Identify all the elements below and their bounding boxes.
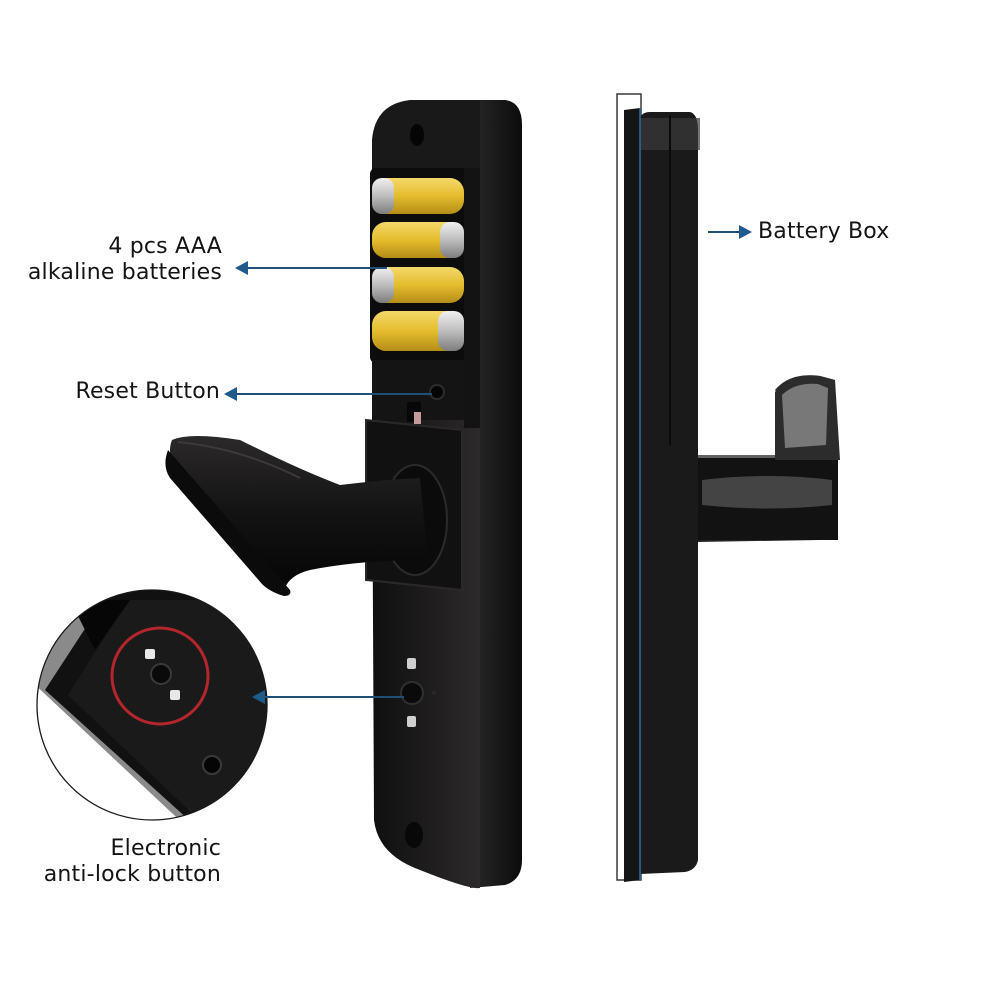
callout-anti-lock-line2: anti-lock button — [43, 862, 221, 887]
callout-batteries: 4 pcs AAA alkaline batteries — [0, 234, 222, 286]
battery-stack — [372, 178, 464, 351]
arrowhead-right-icon — [739, 225, 752, 239]
arrowhead-left-icon — [235, 261, 248, 275]
lock-closed-icon — [407, 658, 416, 669]
lock-open-icon — [407, 716, 416, 727]
callout-batteries-line1: 4 pcs AAA — [108, 234, 222, 259]
callout-battery-box-line1: Battery Box — [758, 219, 890, 244]
highlight-ring — [110, 626, 210, 726]
callout-battery-box: Battery Box — [758, 219, 958, 245]
arrow-reset — [224, 387, 432, 401]
anti-lock-button — [150, 663, 172, 685]
callout-anti-lock: Electronic anti-lock button — [0, 836, 221, 888]
arrow-anti-lock — [252, 690, 404, 704]
callout-batteries-line2: alkaline batteries — [27, 260, 222, 285]
front-view-lock — [165, 100, 522, 889]
screw-hole — [202, 755, 222, 775]
callout-reset-line1: Reset Button — [75, 379, 220, 404]
callout-reset: Reset Button — [0, 379, 220, 405]
lock-open-icon — [170, 690, 180, 700]
arrow-battery-box — [708, 225, 752, 239]
anti-lock-button — [400, 681, 424, 705]
side-view-lock — [616, 93, 840, 882]
arrow-batteries — [235, 261, 387, 275]
arrowhead-left-icon — [224, 387, 237, 401]
lock-closed-icon — [145, 649, 155, 659]
callout-anti-lock-line1: Electronic — [110, 836, 221, 861]
arrowhead-left-icon — [252, 690, 265, 704]
